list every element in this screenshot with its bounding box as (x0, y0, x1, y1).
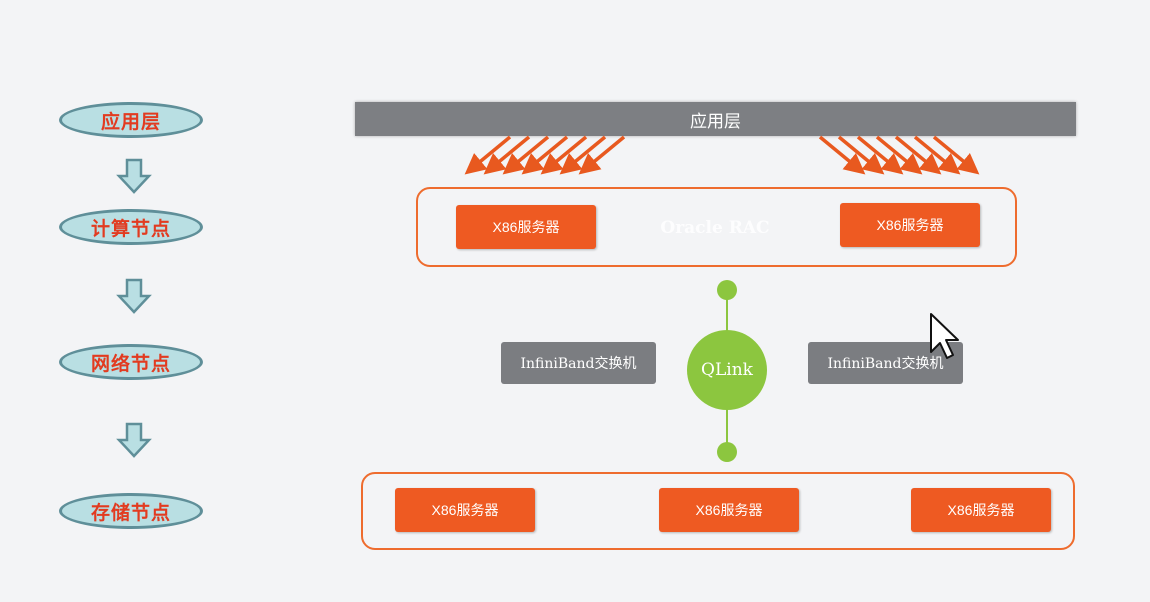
down-arrow-icon (116, 158, 152, 194)
layer-storage: 存储节点 (59, 493, 203, 529)
compute-frame (416, 187, 1017, 267)
storage-server: X86服务器 (659, 488, 799, 532)
left-arrow-group (464, 135, 626, 175)
qlink-node: QLink (687, 330, 767, 410)
right-arrow-group (818, 135, 980, 175)
storage-frame (361, 472, 1075, 550)
storage-server: X86服务器 (911, 488, 1051, 532)
qlink-connector-bottom (717, 442, 737, 462)
layer-compute: 计算节点 (59, 209, 203, 245)
infiniband-switch: InfiniBand交换机 (501, 342, 656, 384)
infiniband-switch: InfiniBand交换机 (808, 342, 963, 384)
application-layer-bar: 应用层 (355, 102, 1076, 136)
layer-network: 网络节点 (59, 344, 203, 380)
oracle-rac-label: Oracle RAC (660, 218, 770, 238)
storage-server: X86服务器 (395, 488, 535, 532)
qlink-line-bottom (726, 408, 728, 446)
layer-application: 应用层 (59, 102, 203, 138)
compute-server: X86服务器 (840, 203, 980, 247)
qlink-connector-top (717, 280, 737, 300)
qlink-line-top (726, 298, 728, 332)
down-arrow-icon (116, 278, 152, 314)
down-arrow-icon (116, 422, 152, 458)
compute-server: X86服务器 (456, 205, 596, 249)
